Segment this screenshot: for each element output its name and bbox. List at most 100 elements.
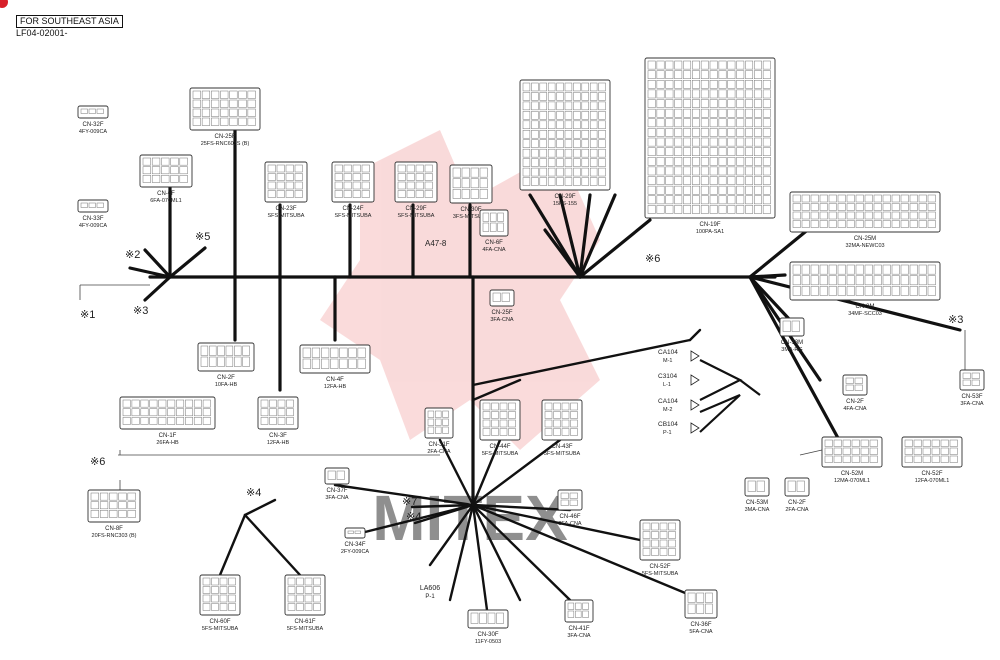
connector-part: 3FA-CNA [490,317,514,323]
connector-label: CN-25F [491,310,512,316]
connector-part: 3FA-CNA [325,495,349,501]
connector-part: 15FS-155 [553,201,577,207]
connector-part: 3FA-CNA [960,401,984,407]
connector-label: CN-19F [699,222,720,228]
relay-sublabel: P-1 [663,430,672,436]
connector-part: SFS-MITSUBA [398,213,435,219]
callout-mark: ※6 [90,456,105,468]
connector-part: 4FY-009CA [79,223,108,229]
connector-part: 5FS-MITSUBA [287,626,324,632]
connector-label: CN-46F [559,514,580,520]
connector-part: 3MA-CNA [745,507,770,513]
relay-sublabel: M-2 [663,407,672,413]
callout-mark: ※7 [402,496,417,508]
connector-label: CN-4F [326,377,344,383]
connector-label: CN-36F [690,622,711,628]
connector-part: 4FY-009CA [79,129,108,135]
relay-wires [699,359,761,433]
connector-part: 2FA-CNA [785,507,809,513]
connector-part: 5FS-MITSUBA [482,451,519,457]
relay-sublabel: L-1 [663,382,671,388]
relay-label: CA104 [658,349,678,356]
connector-part: 3MA-RG [781,347,802,353]
connector-label: CN-32F [82,122,103,128]
main-harness [128,88,962,507]
callout-mark: ※2 [125,249,140,261]
ground-sublabel: P-1 [425,594,435,600]
callout-mark: ※3 [948,314,963,326]
callout-mark: ※4 [406,511,421,523]
connector-part: SFS-MITSUBA [335,213,372,219]
connector-label: CN-52M [841,471,863,477]
connector-part: 20FS-RNC303 (B) [92,533,137,539]
connector-part: 32MA-NEWC03 [845,243,884,249]
connector-label: CN-13M [781,340,803,346]
connector-label: CN-8F [105,526,123,532]
relay-label: CB104 [658,421,678,428]
connector-label: CN-31F [428,442,449,448]
relay-sublabel: M-1 [663,358,672,364]
connector-part: 10FA-HB [215,382,238,388]
brand-logo-icon [0,0,8,8]
connector-part: 12MA-070ML1 [834,478,870,484]
region-label: FOR SOUTHEAST ASIA [16,15,123,28]
connector-label: CN-34F [344,542,365,548]
connector-part: 12FA-070ML1 [915,478,950,484]
connector-label: CN-23F [275,206,296,212]
connector-part: 26FA-HB [156,440,179,446]
connector-label: CN-53F [961,394,982,400]
connector-label: CN-53M [746,500,768,506]
connector-label: CN-52F [921,471,942,477]
connector-part: 2FA-CNA [558,521,582,527]
connector-label: CN-37F [326,488,347,494]
connector-part: 2FA-CNA [427,449,451,455]
ground-label: LA606 [420,585,440,592]
connector-part: 2FY-009CA [341,549,370,555]
connector-label: CN-3F [269,433,287,439]
relay-label: CA104 [658,398,678,405]
connector-part: 3FS-MITSUBA [453,214,490,220]
connector-label: CN-44F [489,444,510,450]
connector-label: CN-33F [82,216,103,222]
drawing-code: LF04-02001- [16,28,68,38]
callout-layer: ※1※2※3※5※6※3※6※4※7※4 [80,231,963,523]
connector-label: CN-2F [217,375,235,381]
connector-label: CN-41F [568,626,589,632]
callout-mark: ※3 [133,305,148,317]
